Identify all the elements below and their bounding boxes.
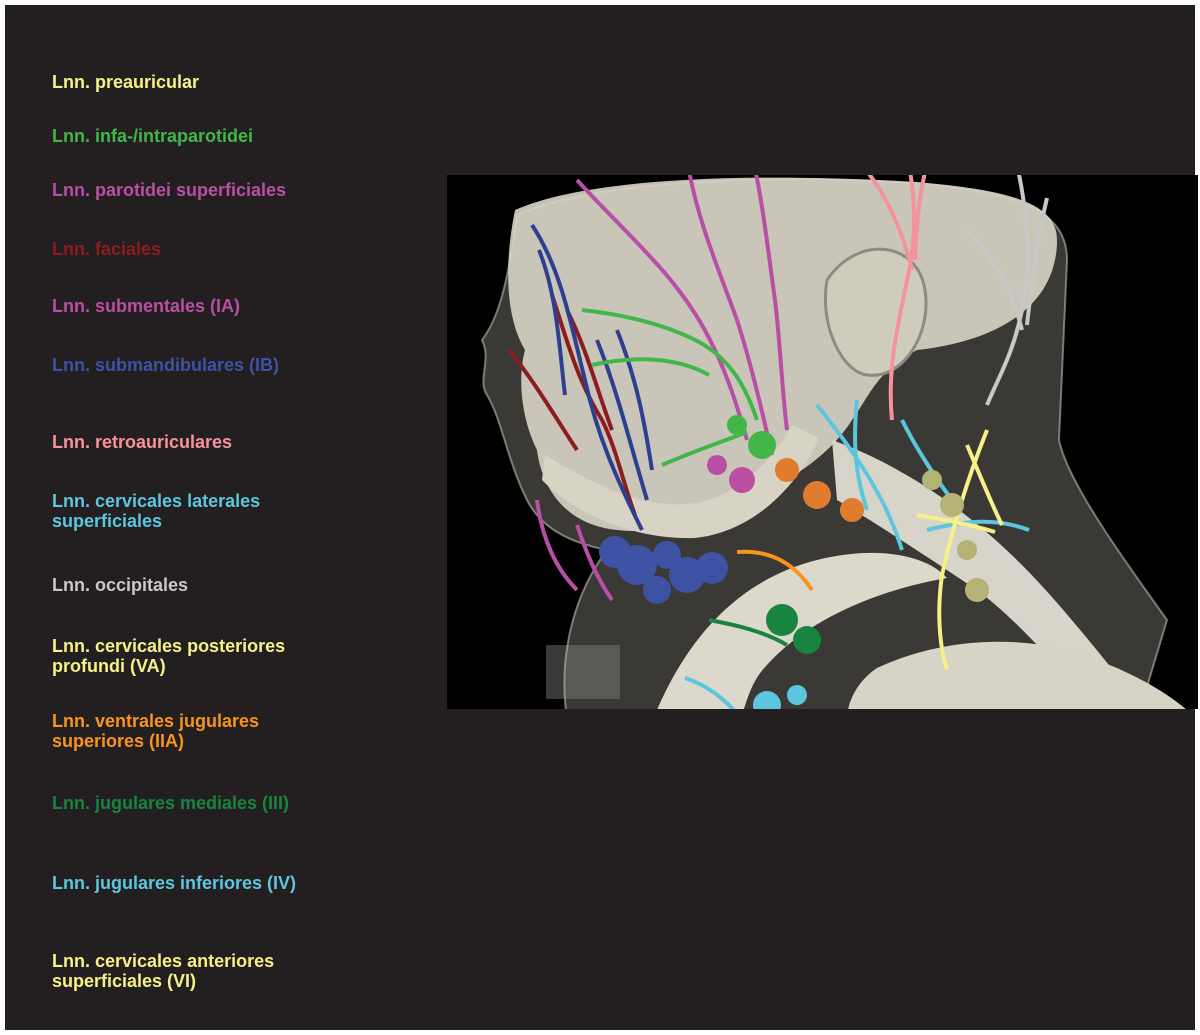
legend-item-cervicales-anteriores-superficiales: Lnn. cervicales anteriores superficiales… <box>52 951 352 991</box>
legend-item-infa-intraparotidei: Lnn. infa-/intraparotidei <box>52 126 352 146</box>
legend-item-preauricular: Lnn. preauricular <box>52 72 352 92</box>
legend-item-submentales: Lnn. submentales (IA) <box>52 296 352 316</box>
legend-item-jugulares-inferiores: Lnn. jugulares inferiores (IV) <box>52 873 342 893</box>
legend-item-ventrales-jugulares-superiores: Lnn. ventrales jugulares superiores (IIA… <box>52 711 342 751</box>
legend-item-cervicales-laterales-superficiales: Lnn. cervicales laterales superficiales <box>52 491 342 531</box>
legend: Lnn. preauricular Lnn. infa-/intraparoti… <box>0 0 420 1035</box>
legend-item-parotidei-superficiales: Lnn. parotidei superficiales <box>52 180 352 200</box>
legend-item-submandibulares: Lnn. submandibulares (IB) <box>52 355 317 375</box>
legend-item-occipitales: Lnn. occipitales <box>52 575 352 595</box>
head-neck-lymph-illustration <box>447 120 1198 720</box>
legend-item-retroauriculares: Lnn. retroauriculares <box>52 432 352 452</box>
legend-item-jugulares-mediales: Lnn. jugulares mediales (III) <box>52 793 342 813</box>
legend-item-cervicales-posteriores-profundi: Lnn. cervicales posteriores profundi (VA… <box>52 636 352 676</box>
legend-item-faciales: Lnn. faciales <box>52 239 352 259</box>
